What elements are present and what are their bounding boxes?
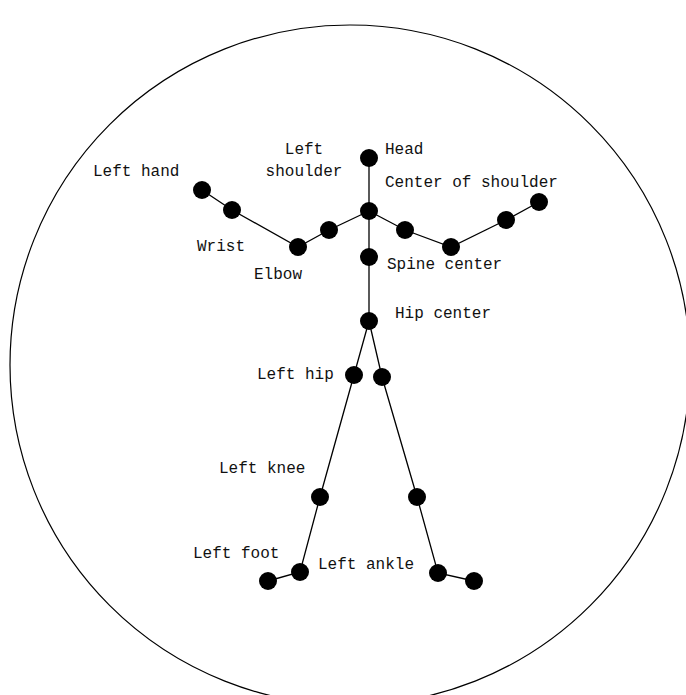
boundary-circle [10,25,686,695]
bones [202,158,539,581]
joint-label: Left hip [257,364,334,386]
joints [193,149,548,590]
joint-label: Hip center [395,303,491,325]
joint-label: Spine center [387,254,502,276]
joint-label: Left ankle [318,554,414,576]
joint-label: Head [385,139,423,161]
joint-label: Left hand [93,161,179,183]
joint-label: Wrist [197,236,245,258]
joint-label: Elbow [254,264,302,286]
joint-label: Left foot [193,543,279,565]
joint-label: Center of shoulder [385,172,558,194]
joint-label: Left shoulder [258,139,350,183]
joint-label: Left knee [219,458,305,480]
